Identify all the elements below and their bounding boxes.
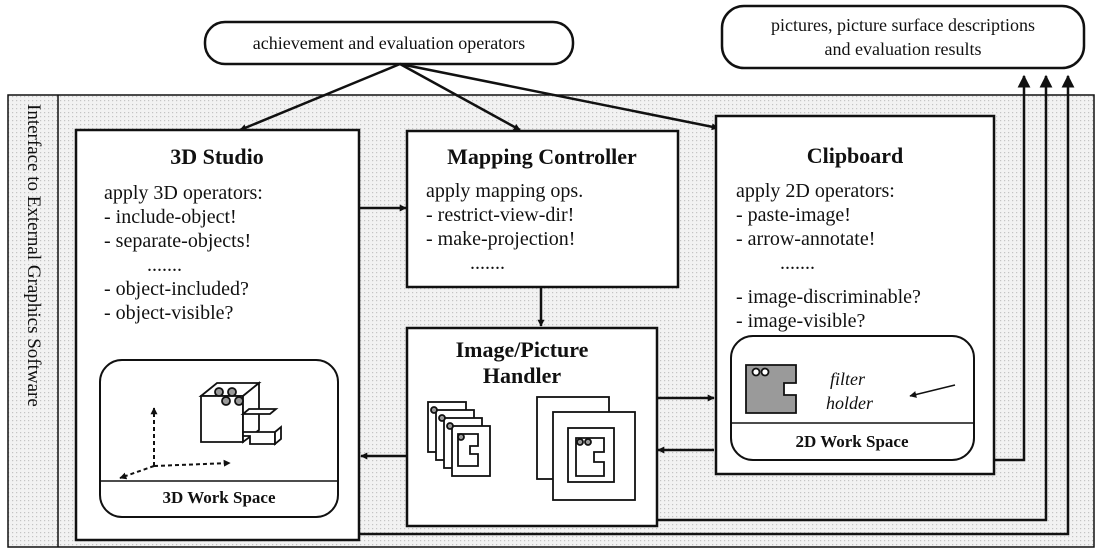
arrow-ops-to-clipboard — [399, 62, 719, 131]
mapping-item: - make-projection! — [426, 228, 575, 250]
clipboard-title: Clipboard — [807, 143, 904, 168]
axis-z-icon — [119, 465, 155, 480]
studio-item: - object-visible? — [104, 302, 234, 324]
arrow-clipboard-to-results — [994, 74, 1031, 462]
3d-workspace-label: 3D Work Space — [162, 488, 275, 507]
results-pill — [720, 4, 1086, 70]
studio-item: ....... — [147, 254, 182, 276]
3d-object-icon — [198, 381, 282, 446]
clipboard-item: - paste-image! — [736, 204, 851, 226]
results-label-line2: and evaluation results — [825, 39, 982, 59]
annotation-line2: holder — [826, 393, 874, 413]
operators-pill — [203, 20, 575, 66]
clipboard-item: - arrow-annotate! — [736, 228, 875, 250]
axis-x-icon — [153, 459, 231, 467]
mapping-title: Mapping Controller — [447, 144, 637, 169]
arrow-ops-to-mapping — [399, 62, 521, 132]
clipboard-item: ....... — [780, 252, 815, 274]
clipboard-heading: apply 2D operators: — [736, 180, 895, 202]
arrow-ops-to-studio — [239, 62, 401, 132]
clipboard-item: - image-discriminable? — [736, 286, 921, 308]
handler-title-line2: Handler — [483, 363, 561, 388]
annotation-line1: filter — [830, 369, 866, 389]
studio-heading: apply 3D operators: — [104, 182, 263, 204]
2d-workspace-label: 2D Work Space — [795, 432, 908, 451]
handler-title-line1: Image/Picture — [456, 337, 589, 362]
arrow-studio-to-results — [359, 74, 1075, 536]
mapping-heading: apply mapping ops. — [426, 180, 583, 202]
interface-side-label: Interface to External Graphics Software — [23, 104, 44, 407]
annotation-arrow-icon — [909, 384, 956, 398]
clipboard-item: - image-visible? — [736, 310, 866, 332]
picture-frames-icon — [536, 396, 636, 501]
studio-item: - include-object! — [104, 206, 237, 228]
2d-image-icon — [745, 364, 797, 414]
mapping-item: - restrict-view-dir! — [426, 204, 574, 226]
studio-item: - separate-objects! — [104, 230, 251, 252]
mapping-item: ....... — [470, 252, 505, 274]
studio-item: - object-included? — [104, 278, 249, 300]
operators-label: achievement and evaluation operators — [253, 33, 525, 53]
image-stack-icon — [427, 401, 491, 477]
mapping-box — [405, 129, 680, 289]
results-label-line1: pictures, picture surface descriptions — [771, 15, 1035, 35]
studio-title: 3D Studio — [170, 144, 264, 169]
arrow-handler-to-results — [657, 74, 1053, 522]
